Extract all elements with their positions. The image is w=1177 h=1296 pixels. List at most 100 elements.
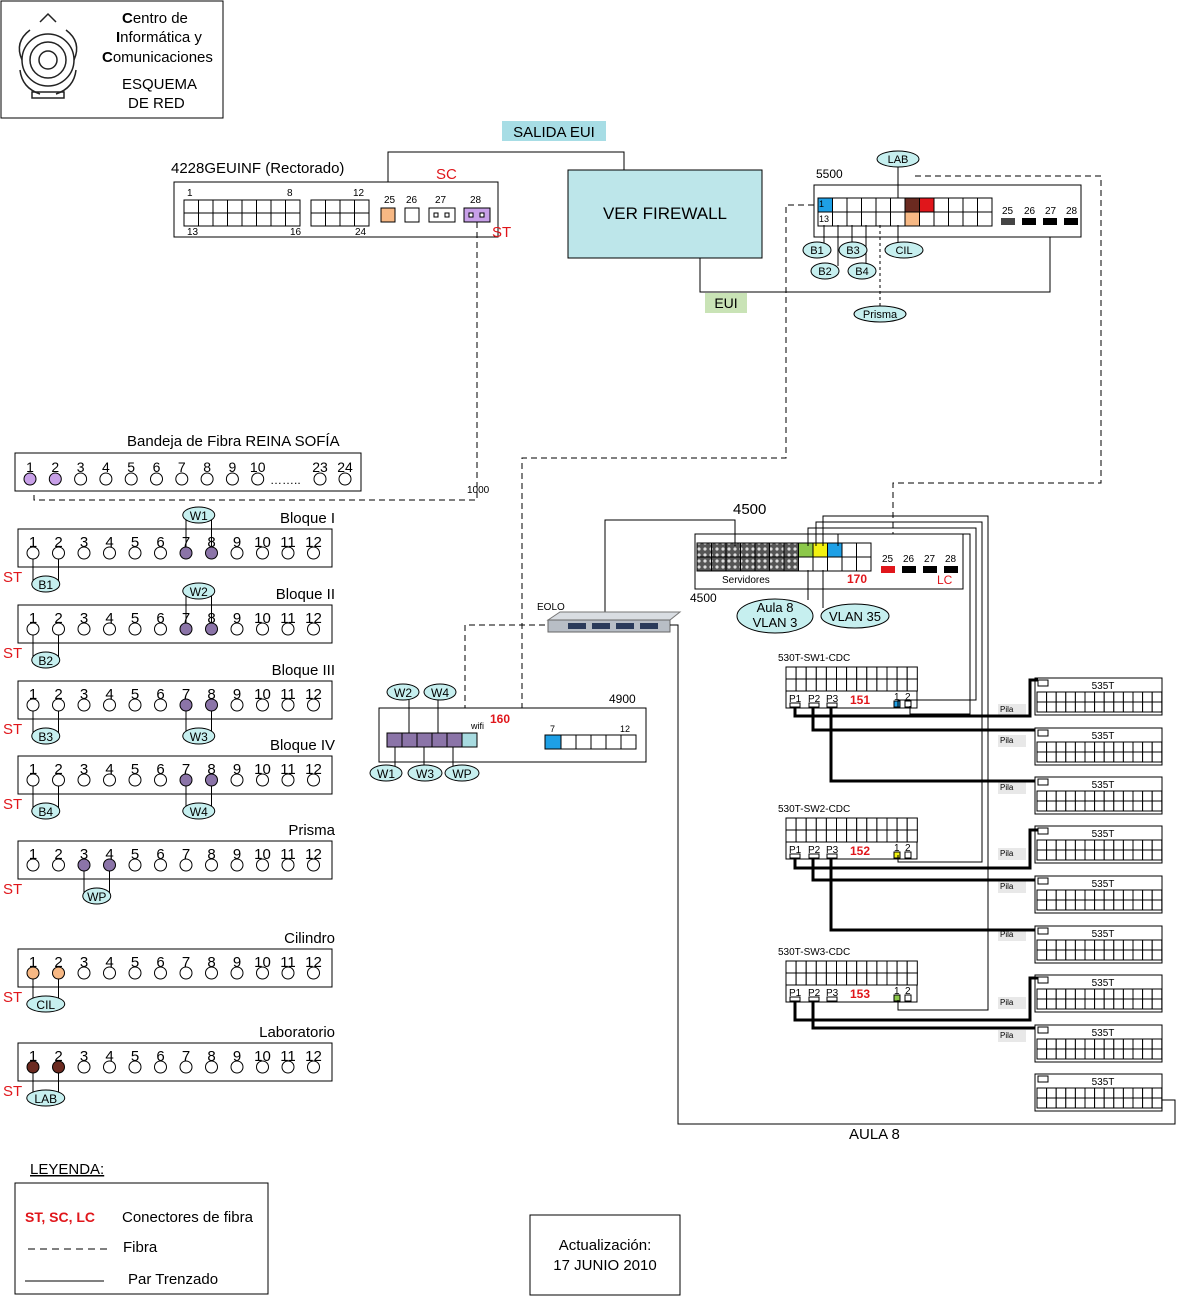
port-label-27: 27 — [924, 554, 936, 565]
panel-port-label: 2 — [54, 846, 62, 863]
svg-text:P2: P2 — [808, 988, 821, 999]
port-label-28: 28 — [945, 554, 957, 565]
switch-port — [769, 542, 785, 558]
fiber-port — [205, 546, 218, 560]
switch-port — [827, 556, 843, 572]
panel-port-label: 4 — [105, 954, 113, 971]
bandeja-port-label: 3 — [77, 459, 85, 475]
panel-port-label: 3 — [80, 954, 88, 971]
pila-label: Pila — [1000, 882, 1014, 891]
legend-title: LEYENDA: — [30, 1161, 104, 1178]
bandeja-port-label: 1 — [26, 459, 34, 475]
fiber-port — [77, 1060, 91, 1074]
fiber-port — [154, 546, 167, 560]
fiber-port — [77, 546, 91, 560]
eolo-label: EOLO — [537, 602, 565, 613]
switch-port — [725, 556, 741, 572]
fiber-port — [256, 966, 269, 980]
switch-port — [962, 211, 978, 227]
panel-port-label: 3 — [80, 761, 88, 778]
tag-w3-4900: W3 — [407, 764, 443, 782]
switch-535t-label: 535T — [1092, 1028, 1115, 1039]
fiber-port — [179, 966, 193, 980]
switch-port — [856, 542, 872, 558]
switch-port — [904, 197, 920, 213]
bandeja-marker: 1000 — [467, 485, 490, 496]
switch-port — [310, 212, 326, 227]
port-label-27: 27 — [1045, 206, 1057, 217]
port-label-16: 16 — [290, 227, 302, 238]
switch-port — [310, 199, 326, 214]
panel-title: Laboratorio — [259, 1024, 335, 1041]
switch-port — [904, 211, 920, 227]
panel-port-label: 6 — [156, 954, 164, 971]
svg-text:B2: B2 — [38, 654, 53, 668]
fiber-port — [128, 546, 142, 560]
pila-label: Pila — [1000, 705, 1014, 714]
svg-text:2: 2 — [905, 692, 911, 703]
fiber-port — [281, 622, 295, 636]
fiber-port — [128, 1060, 142, 1074]
fiber-port — [256, 773, 269, 787]
svg-text:B1: B1 — [38, 578, 53, 592]
vlan-170-label: 170 — [847, 572, 867, 586]
panel-title: Bloque IV — [270, 737, 335, 754]
fiber-port — [103, 546, 116, 560]
svg-text:LAB: LAB — [888, 154, 909, 166]
panel-port-label: 9 — [233, 1048, 241, 1065]
fiber-port — [307, 966, 320, 980]
switch-port — [725, 542, 741, 558]
panel-port-label: 1 — [29, 761, 37, 778]
port-label-28: 28 — [470, 195, 482, 206]
panel-port-label: 5 — [131, 534, 139, 551]
svg-text:W1: W1 — [190, 509, 208, 523]
fiber-port — [26, 858, 40, 872]
fiber-port — [52, 966, 65, 980]
tag-wp: WP — [82, 887, 112, 905]
switch-port — [933, 197, 949, 213]
panel-port-label: 11 — [280, 954, 296, 971]
panel-port-label: 7 — [182, 761, 190, 778]
fiber-port — [256, 622, 269, 636]
vlan-160-label: 160 — [490, 712, 510, 726]
fiber-port — [103, 622, 116, 636]
bandeja-port-label: 24 — [337, 459, 353, 475]
switch-port — [919, 197, 935, 213]
switch-535t-3: 535T — [1034, 776, 1163, 815]
fiber-port — [307, 622, 320, 636]
fiber-port — [48, 472, 62, 486]
switch-port — [841, 556, 857, 572]
svg-text:Aula 8: Aula 8 — [757, 600, 794, 615]
switch-535t-label: 535T — [1092, 929, 1115, 940]
fiber-port — [179, 698, 193, 712]
panel-port-label: 5 — [131, 761, 139, 778]
sc-connector-label: SC — [436, 166, 457, 183]
panel-port-label: 1 — [29, 846, 37, 863]
fiber-port — [230, 1060, 244, 1074]
aula8-label: AULA 8 — [849, 1126, 900, 1143]
tag-lab-5500: LAB — [876, 150, 920, 168]
switch-port — [827, 542, 843, 558]
tag-prisma-5500: Prisma — [853, 305, 907, 323]
tag-w1-4900: W1 — [369, 764, 403, 782]
panel-port-label: 3 — [80, 846, 88, 863]
fiber-port — [124, 472, 138, 486]
port-25-sc — [380, 207, 396, 223]
panel-port-label: 11 — [280, 1048, 296, 1065]
salida-eui-label-bg — [502, 121, 606, 141]
svg-text:W4: W4 — [431, 686, 449, 700]
firewall-label: VER FIREWALL — [603, 204, 727, 223]
panel-port-label: 2 — [54, 1048, 62, 1065]
panel-port-label: 10 — [254, 534, 271, 551]
panel-port-label: 9 — [233, 846, 241, 863]
tag-b4-5500: B4 — [847, 262, 877, 280]
fiber-port — [281, 773, 295, 787]
fiber-port — [281, 698, 295, 712]
svg-text:Centro de: Centro de — [122, 10, 188, 27]
fiber-port — [154, 858, 167, 872]
switch-port — [198, 199, 214, 214]
